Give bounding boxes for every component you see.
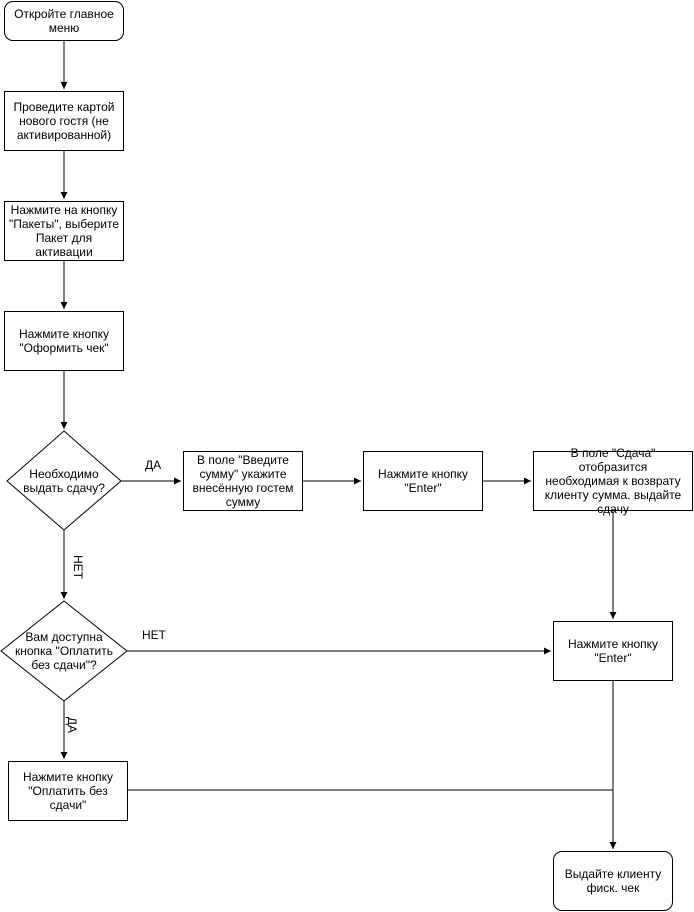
- node-press-enter-2: Нажмите кнопку "Enter": [553, 621, 673, 681]
- node-swipe-card: Проведите картой нового гостя (не активи…: [4, 91, 124, 151]
- node-checkout: Нажмите кнопку "Оформить чек": [4, 311, 124, 371]
- edge-label-d2-no: НЕТ: [142, 628, 166, 642]
- edge-label-d1-no: НЕТ: [71, 555, 85, 579]
- node-press-enter-1: Нажмите кнопку "Enter": [363, 451, 483, 511]
- edge-label-d2-yes: ДА: [65, 716, 80, 734]
- edge-label-d1-yes: ДА: [145, 458, 162, 472]
- node-pay-no-change: Нажмите кнопку "Оплатить без сдачи": [8, 761, 128, 821]
- node-change-shown: В поле "Сдача" отобразится необходимая к…: [533, 446, 693, 516]
- node-select-package: Нажмите на кнопку "Пакеты", выберите Пак…: [4, 201, 124, 261]
- node-enter-amount: В поле "Введите сумму" укажите внесённую…: [183, 451, 303, 511]
- node-give-receipt: Выдайте клиенту фиск. чек: [553, 851, 673, 911]
- decision-change-needed: Необходимо выдать сдачу?: [23, 467, 105, 495]
- node-open-main-menu: Откройте главное меню: [4, 1, 124, 41]
- decision-pay-no-change: Вам доступна кнопка "Оплатить без сдачи"…: [14, 630, 114, 672]
